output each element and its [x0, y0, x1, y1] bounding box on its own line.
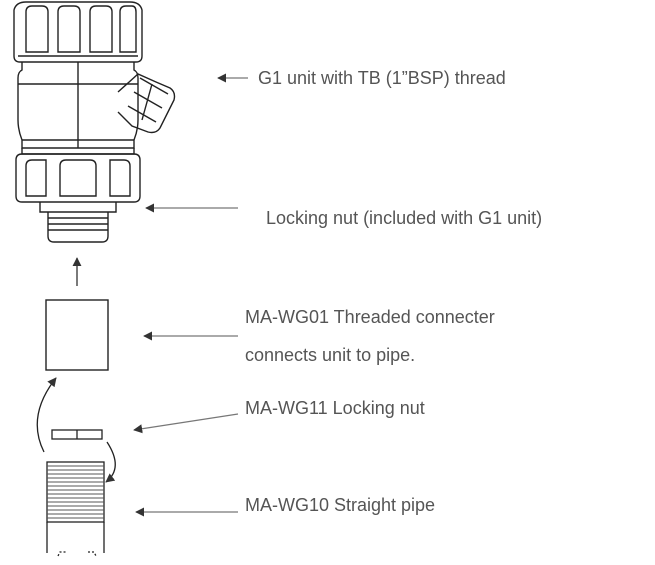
wg11-nut-shape: [51, 429, 103, 440]
label-connector-line2: connects unit to pipe.: [245, 345, 416, 365]
straight-pipe: [46, 461, 105, 557]
leader-arrows: [133, 73, 248, 517]
curved-arrow-left: [36, 377, 57, 453]
label-wg11-nut: MA-WG11 Locking nut: [245, 398, 425, 418]
connector-block: [45, 299, 109, 371]
label-connector-line1: MA-WG01 Threaded connecter: [245, 307, 495, 327]
g1-unit-drawing: [13, 1, 176, 243]
curved-arrow-right: [105, 441, 116, 483]
pipe-thread: [47, 465, 104, 519]
label-wg10-pipe: MA-WG10 Straight pipe: [245, 495, 436, 515]
label-g1-unit: G1 unit with TB (1”BSP) thread: [258, 68, 506, 88]
label-locking-nut-included: Locking nut (included with G1 unit): [266, 208, 543, 228]
leader-wg11: [133, 413, 239, 434]
